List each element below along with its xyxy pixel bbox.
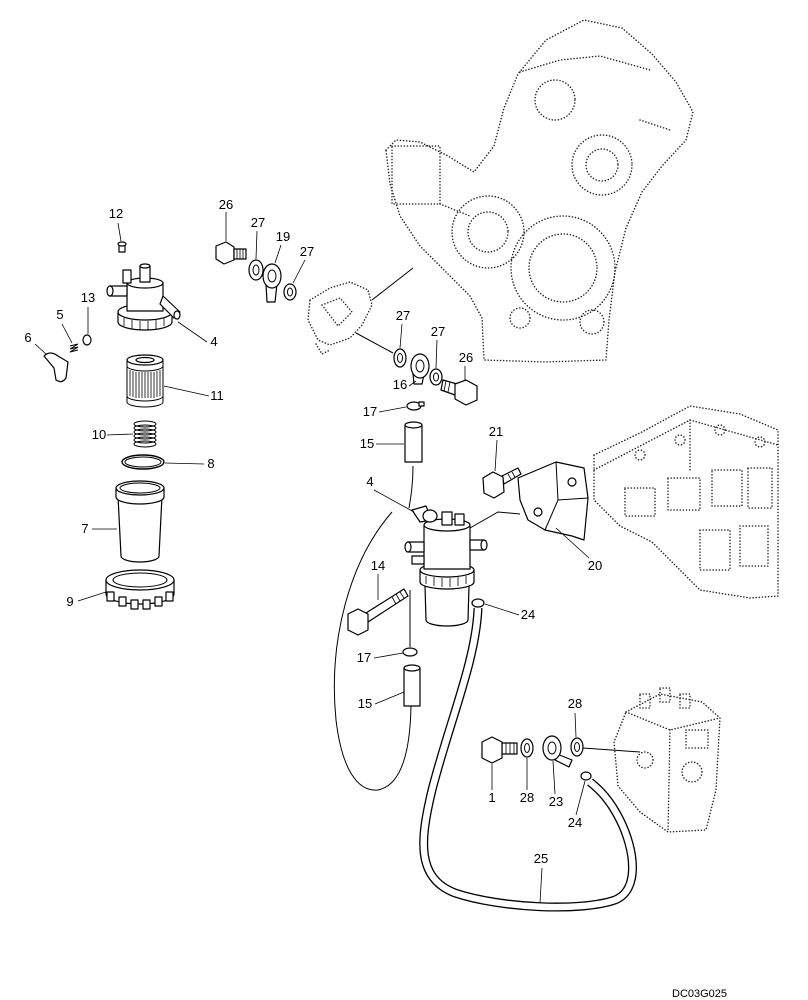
sealing-washer-4	[429, 368, 443, 386]
callout-label: 26	[459, 350, 473, 365]
sealing-washer-pump-1	[520, 738, 534, 758]
pipe-to-housing	[371, 267, 414, 301]
filter-element	[126, 354, 164, 408]
callout-label: 8	[207, 456, 214, 471]
callout-label: 9	[66, 594, 73, 609]
callout-label: 24	[521, 607, 535, 622]
filter-to-bracket-line	[469, 511, 521, 529]
banjo-fitting-pump	[542, 735, 573, 768]
callout-label: 19	[276, 229, 290, 244]
callout-label: 16	[393, 377, 407, 392]
feed-pipe-fitting	[307, 281, 373, 355]
callout-label: 4	[210, 334, 217, 349]
callout-label: 5	[56, 307, 63, 322]
banjo-fitting-16	[410, 353, 430, 385]
callout-label: 11	[210, 388, 224, 403]
filter-bowl	[115, 480, 165, 563]
callout-label: 28	[568, 696, 582, 711]
hose-clamp-lower	[402, 647, 418, 657]
fuel-hose-long	[419, 607, 637, 912]
figure-code: DC03G025	[672, 988, 727, 1000]
callout-label: 4	[366, 474, 373, 489]
fuel-hose-upper	[404, 421, 423, 463]
banjo-bolt-pump	[481, 736, 518, 764]
pipe-to-washer	[355, 332, 394, 354]
banjo-bolt-upper	[215, 241, 247, 265]
callout-label: 27	[251, 215, 265, 230]
fuel-injection-pump	[613, 687, 721, 833]
banjo-bolt-lower	[440, 379, 478, 406]
callout-label: 20	[588, 558, 602, 573]
filter-head-exploded	[106, 263, 181, 331]
air-bleed-screw	[117, 241, 127, 253]
callout-label: 17	[363, 404, 377, 419]
callout-label: 24	[568, 815, 582, 830]
engine-cylinder-block	[593, 405, 779, 599]
sealing-washer-3	[393, 348, 407, 368]
hose-line-to-filter	[408, 465, 414, 509]
sealing-washer-pump-2	[570, 737, 584, 757]
filter-bowl-mounted	[424, 585, 470, 627]
callout-label: 6	[24, 330, 31, 345]
callout-labels: 12 13 5 6 4 11 10 8 7 9 26 27 19 27 27 2…	[24, 197, 602, 866]
bracket	[517, 461, 589, 541]
callout-label: 1	[488, 790, 495, 805]
ring-nut	[105, 569, 175, 610]
callout-label: 27	[431, 324, 445, 339]
hose-clamp-upper	[406, 401, 425, 411]
callout-label: 26	[219, 197, 233, 212]
o-ring-small	[82, 334, 92, 346]
callout-label: 15	[360, 436, 374, 451]
callout-label: 12	[109, 206, 123, 221]
fuel-return-line	[333, 511, 412, 791]
mounting-bolt-long	[347, 588, 409, 636]
filter-spring	[133, 420, 157, 448]
hose-clamp-pump	[580, 771, 592, 781]
callout-label: 28	[520, 790, 534, 805]
sealing-washer-2	[283, 283, 297, 301]
callout-label: 23	[549, 794, 563, 809]
spring-small	[69, 343, 79, 353]
callout-label: 27	[300, 244, 314, 259]
callout-label: 10	[92, 427, 106, 442]
callout-label: 15	[358, 696, 372, 711]
filter-head-mounted	[404, 505, 488, 590]
callout-label: 21	[489, 424, 503, 439]
callout-label: 27	[396, 308, 410, 323]
fuel-hose-lower	[403, 664, 421, 707]
callout-label: 17	[357, 650, 371, 665]
pump-inlet-line	[582, 747, 641, 753]
callout-label: 14	[371, 558, 385, 573]
callout-label: 13	[81, 290, 95, 305]
leader-lines	[34, 212, 590, 904]
drain-lever	[43, 352, 69, 383]
hose-clamp-filter-outlet	[471, 598, 485, 608]
callout-label: 25	[534, 851, 548, 866]
sealing-washer-1	[248, 259, 264, 281]
bowl-o-ring	[121, 454, 165, 470]
engine-gear-housing	[385, 19, 694, 363]
bracket-bolt	[482, 467, 522, 499]
callout-label: 7	[81, 521, 88, 536]
banjo-fitting-19	[262, 263, 282, 303]
